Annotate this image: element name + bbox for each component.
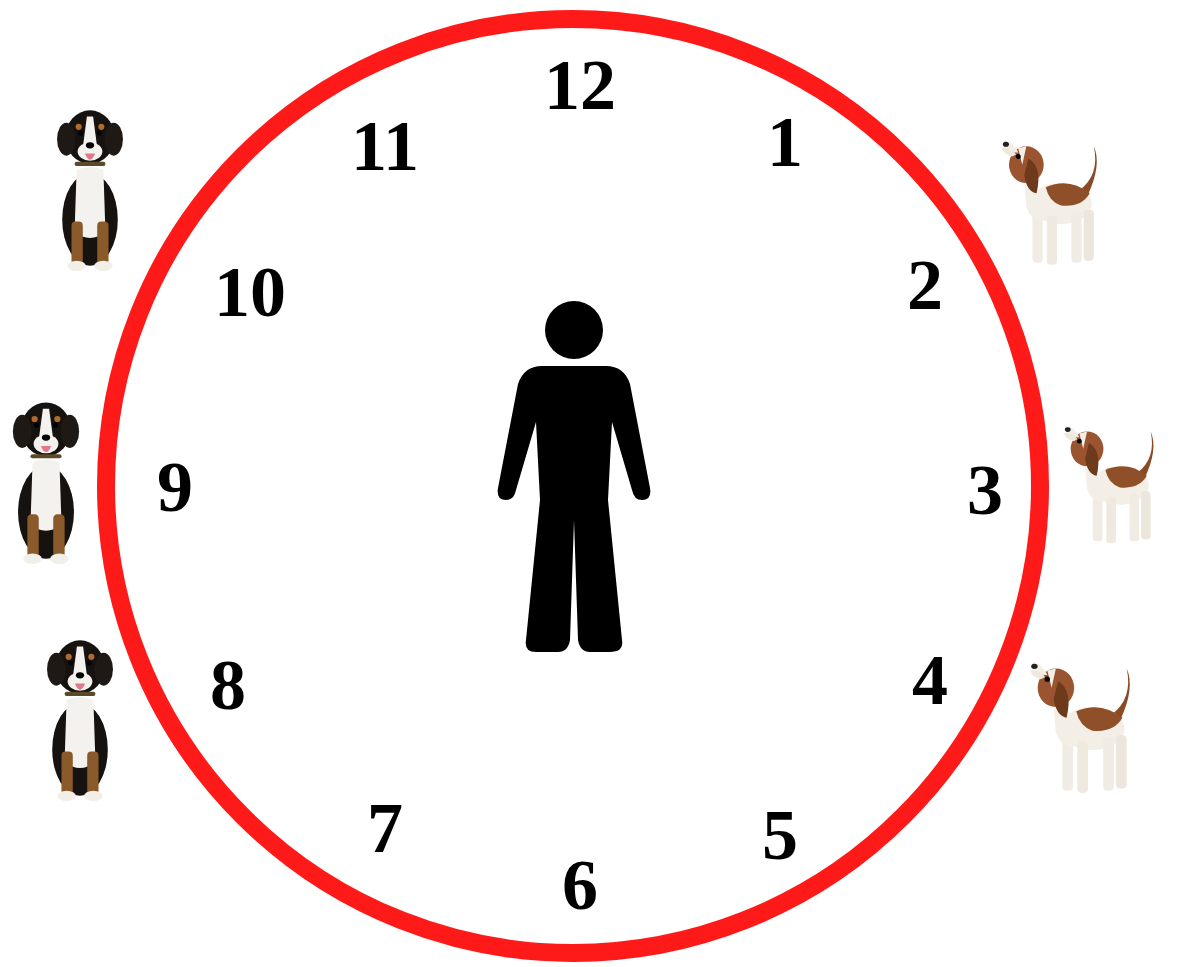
clock-number: 3 — [967, 454, 1003, 526]
clock-number: 10 — [214, 256, 286, 328]
dog-left — [47, 640, 113, 801]
clock-number: 8 — [210, 649, 246, 721]
clock-number: 2 — [907, 249, 943, 321]
clock-number: 7 — [367, 792, 403, 864]
stick-figure — [498, 301, 651, 652]
dog-left — [57, 110, 123, 271]
clock-number: 11 — [351, 110, 419, 182]
clock-number: 9 — [157, 451, 193, 523]
dog-right — [1002, 140, 1097, 265]
clock-number: 12 — [544, 49, 616, 121]
clock-number: 5 — [762, 799, 798, 871]
clock-number: 6 — [562, 849, 598, 921]
clock-number: 1 — [767, 106, 803, 178]
dog-right — [1030, 662, 1130, 793]
dog-left — [13, 402, 79, 564]
clock-number: 4 — [912, 644, 948, 716]
dog-right — [1064, 426, 1154, 544]
